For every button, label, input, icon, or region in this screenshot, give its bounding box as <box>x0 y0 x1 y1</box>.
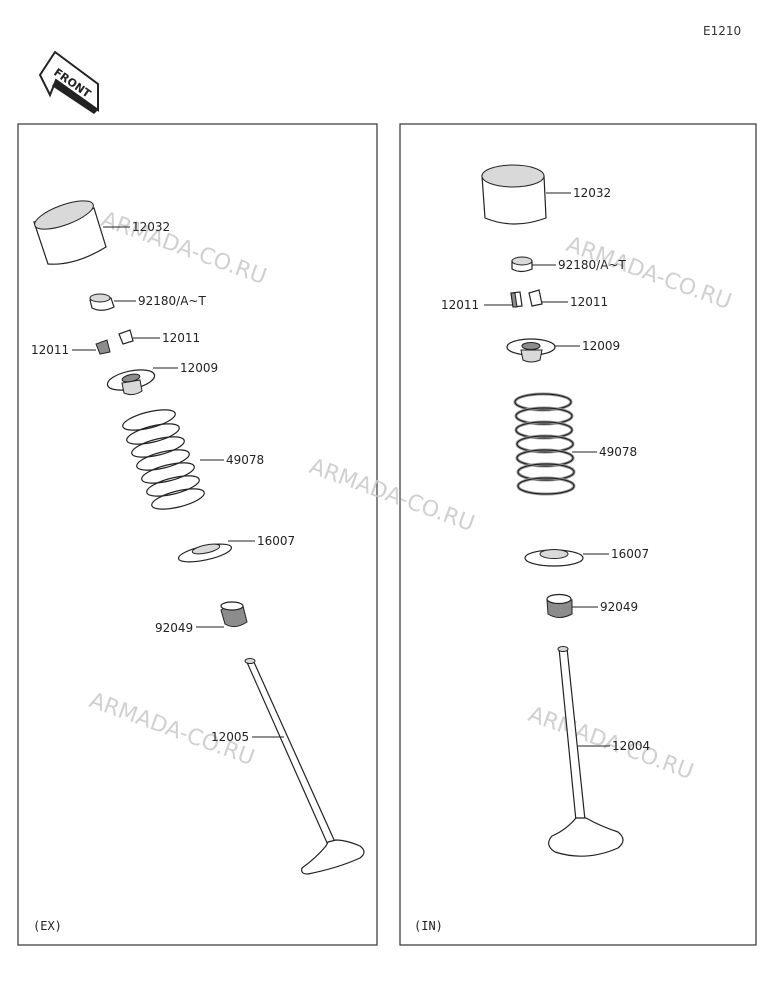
intake-stem-seal <box>546 593 573 618</box>
exhaust-cotter-right <box>118 329 134 345</box>
intake-label-shim: 92180/A~T <box>558 258 626 272</box>
intake-tappet <box>481 164 547 225</box>
exhaust-shim <box>89 293 115 311</box>
intake-cotter-right <box>528 289 543 307</box>
exhaust-panel: 12032 92180/A~T 12011 12011 12009 <box>31 200 365 933</box>
watermark: ARMADA-CO.RU <box>306 454 478 537</box>
intake-label-retainer: 12009 <box>582 339 620 353</box>
exhaust-label-valve: 12005 <box>211 730 249 744</box>
intake-shim <box>511 256 533 273</box>
intake-panel-frame <box>399 123 757 946</box>
intake-label-stem-seal: 92049 <box>600 600 638 614</box>
intake-label-tappet: 12032 <box>573 186 611 200</box>
exhaust-label-spring: 49078 <box>226 453 264 467</box>
exhaust-panel-frame <box>17 123 378 946</box>
intake-spring-seat <box>524 549 584 567</box>
exhaust-label-stem-seal: 92049 <box>155 621 193 635</box>
exhaust-tappet <box>33 200 107 265</box>
intake-panel-tag: (IN) <box>414 919 443 933</box>
exhaust-stem-seal <box>220 601 248 628</box>
exhaust-label-cotter-right: 12011 <box>162 331 200 345</box>
exhaust-panel-tag: (EX) <box>33 919 62 933</box>
exhaust-valve <box>244 658 365 875</box>
intake-label-valve: 12004 <box>612 739 650 753</box>
intake-cotter-left <box>510 291 523 308</box>
intake-panel: 12032 92180/A~T 12011 12011 12009 <box>414 164 650 933</box>
exhaust-label-spring-seat: 16007 <box>257 534 295 548</box>
exhaust-cotter-left <box>95 339 111 355</box>
intake-label-spring-seat: 16007 <box>611 547 649 561</box>
diagram-code: E1210 <box>703 24 741 38</box>
exhaust-label-tappet: 12032 <box>132 220 170 234</box>
front-arrow-icon: FRONT <box>38 50 99 114</box>
exhaust-label-shim: 92180/A~T <box>138 294 206 308</box>
intake-retainer <box>506 338 556 363</box>
watermark: ARMADA-CO.RU <box>525 702 697 785</box>
exhaust-spring-seat <box>177 543 233 563</box>
exhaust-label-retainer: 12009 <box>180 361 218 375</box>
intake-label-spring: 49078 <box>599 445 637 459</box>
exhaust-spring <box>122 409 205 510</box>
intake-spring <box>513 392 576 496</box>
intake-valve <box>548 646 624 857</box>
exhaust-retainer <box>106 369 156 396</box>
intake-label-cotter-right: 12011 <box>570 295 608 309</box>
exhaust-label-cotter-left: 12011 <box>31 343 69 357</box>
watermark: ARMADA-CO.RU <box>98 207 270 290</box>
intake-label-cotter-left: 12011 <box>441 298 479 312</box>
